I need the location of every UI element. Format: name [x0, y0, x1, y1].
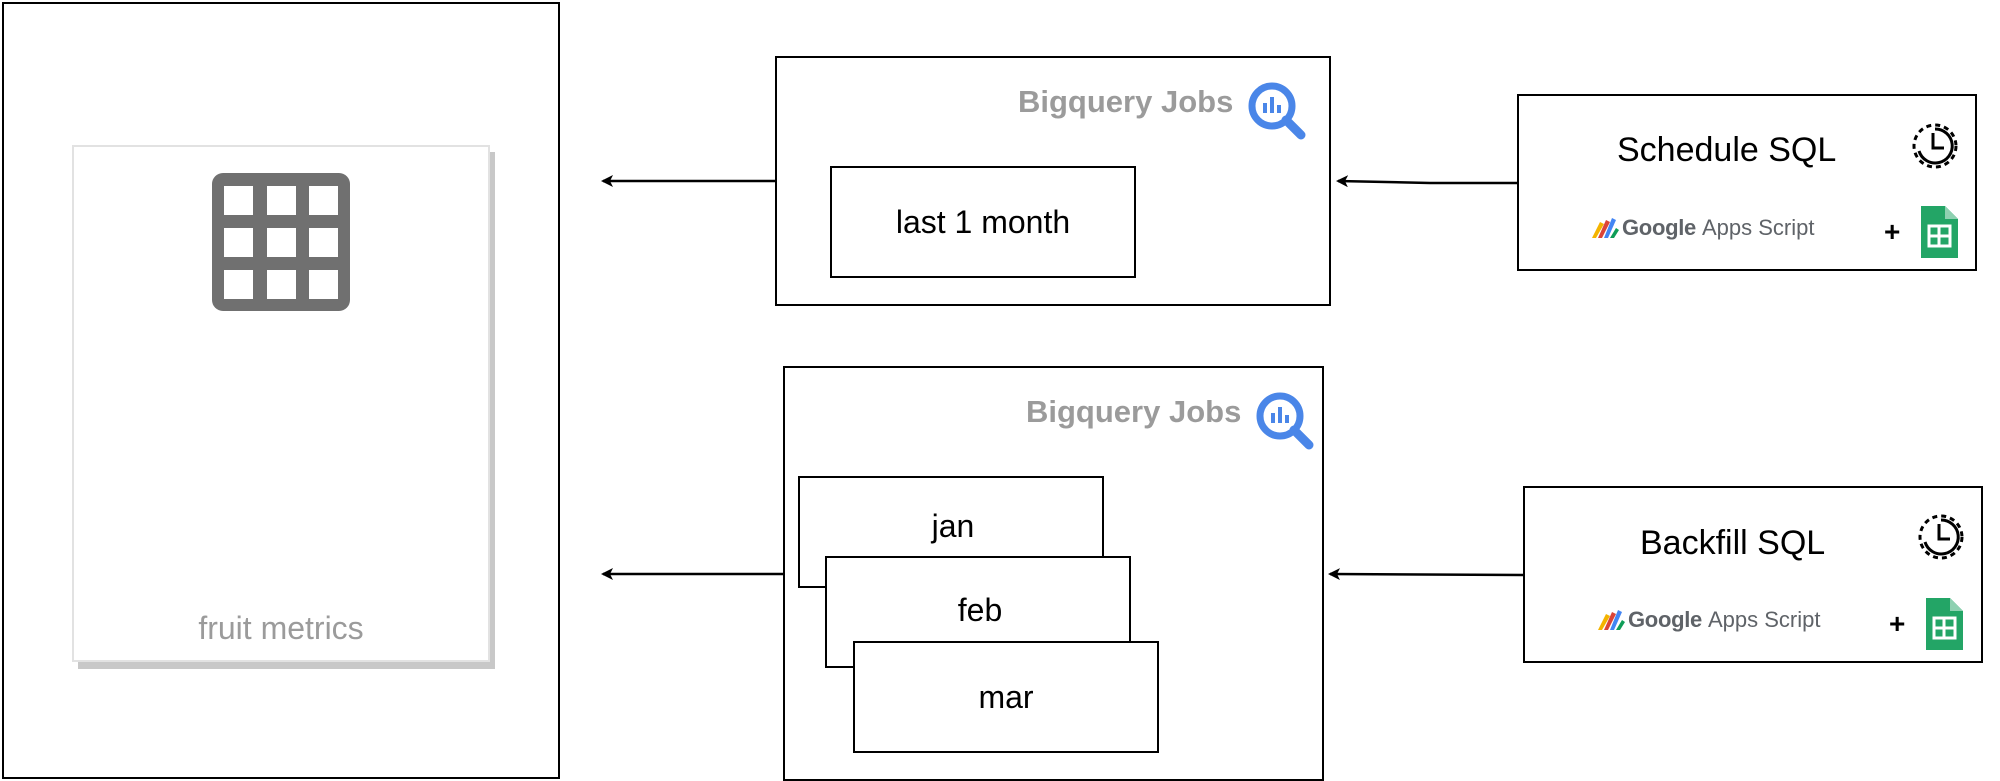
bigquery-title-top: Bigquery Jobs — [1018, 84, 1234, 119]
google-wordmark: Google — [1628, 607, 1702, 632]
google-wordmark: Google — [1622, 215, 1696, 240]
schedule-sql-title: Schedule SQL — [1617, 131, 1837, 169]
job-label: feb — [957, 592, 1003, 628]
arrow-schedule-to-bigquery — [1336, 175, 1517, 188]
schedule-sql-box[interactable] — [1517, 94, 1977, 271]
dashboard-card[interactable] — [72, 145, 490, 662]
google-apps-script-logo: Google Apps Script — [1590, 215, 1814, 241]
plus-sign: + — [1889, 608, 1906, 639]
plus-sign: + — [1884, 216, 1901, 247]
arrow-backfill-to-bigquery — [1328, 568, 1524, 581]
job-label: jan — [931, 508, 975, 544]
job-label: last 1 month — [895, 203, 1071, 240]
backfill-sql-title: Backfill SQL — [1640, 524, 1826, 562]
apps-script-wordmark: Apps Script — [1701, 215, 1815, 240]
apps-script-icon — [1592, 218, 1619, 238]
card-label: fruit metrics — [198, 609, 364, 646]
apps-script-wordmark: Apps Script — [1707, 607, 1821, 632]
backfill-sql-box[interactable] — [1523, 486, 1983, 663]
google-apps-script-logo: Google Apps Script — [1596, 607, 1820, 633]
job-last-1-month[interactable]: last 1 month — [830, 166, 1136, 278]
bigquery-title-bottom: Bigquery Jobs — [1026, 394, 1242, 429]
job-label: mar — [978, 678, 1034, 715]
job-mar[interactable]: mar — [853, 641, 1159, 753]
apps-script-icon — [1598, 610, 1625, 630]
